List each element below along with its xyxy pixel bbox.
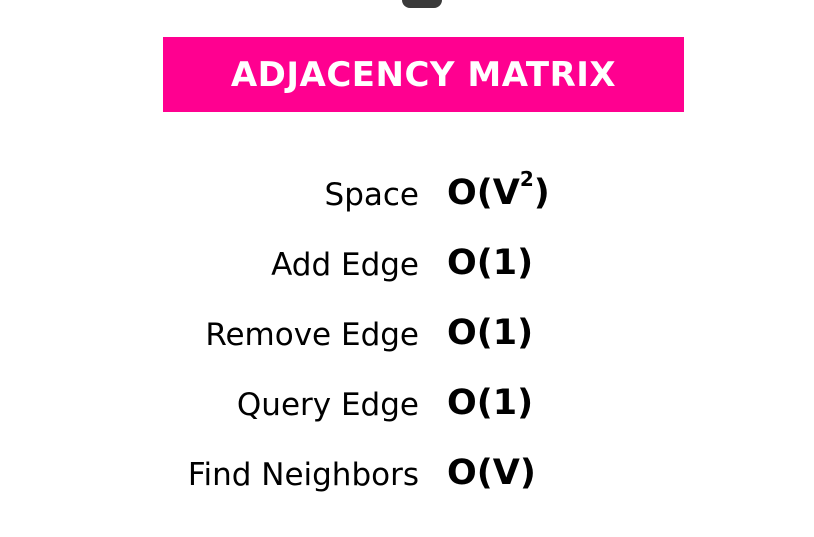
complexity-base: O(V bbox=[447, 173, 520, 213]
row-add-edge: Add Edge O(1) bbox=[0, 235, 814, 305]
operation-label: Remove Edge bbox=[205, 317, 419, 353]
row-query-edge: Query Edge O(1) bbox=[0, 375, 814, 445]
complexity-exponent: 2 bbox=[519, 167, 534, 191]
complexity-value: O(V2) bbox=[447, 169, 550, 213]
row-find-neighbors: Find Neighbors O(V) bbox=[0, 445, 814, 515]
title-banner: ADJACENCY MATRIX bbox=[163, 37, 684, 112]
row-space: Space O(V2) bbox=[0, 165, 814, 235]
complexity-value: O(1) bbox=[447, 383, 534, 423]
complexity-value: O(1) bbox=[447, 243, 534, 283]
operation-label: Add Edge bbox=[271, 247, 419, 283]
row-remove-edge: Remove Edge O(1) bbox=[0, 305, 814, 375]
operation-label: Find Neighbors bbox=[187, 457, 419, 493]
operation-label: Space bbox=[324, 177, 419, 213]
complexity-close: ) bbox=[533, 173, 550, 213]
complexity-value: O(1) bbox=[447, 313, 534, 353]
operation-label: Query Edge bbox=[236, 387, 419, 423]
top-handle bbox=[402, 0, 442, 8]
complexity-value: O(V) bbox=[447, 453, 536, 493]
title-text: ADJACENCY MATRIX bbox=[230, 54, 617, 95]
complexity-table: Space O(V2) Add Edge O(1) Remove Edge O(… bbox=[0, 165, 814, 515]
